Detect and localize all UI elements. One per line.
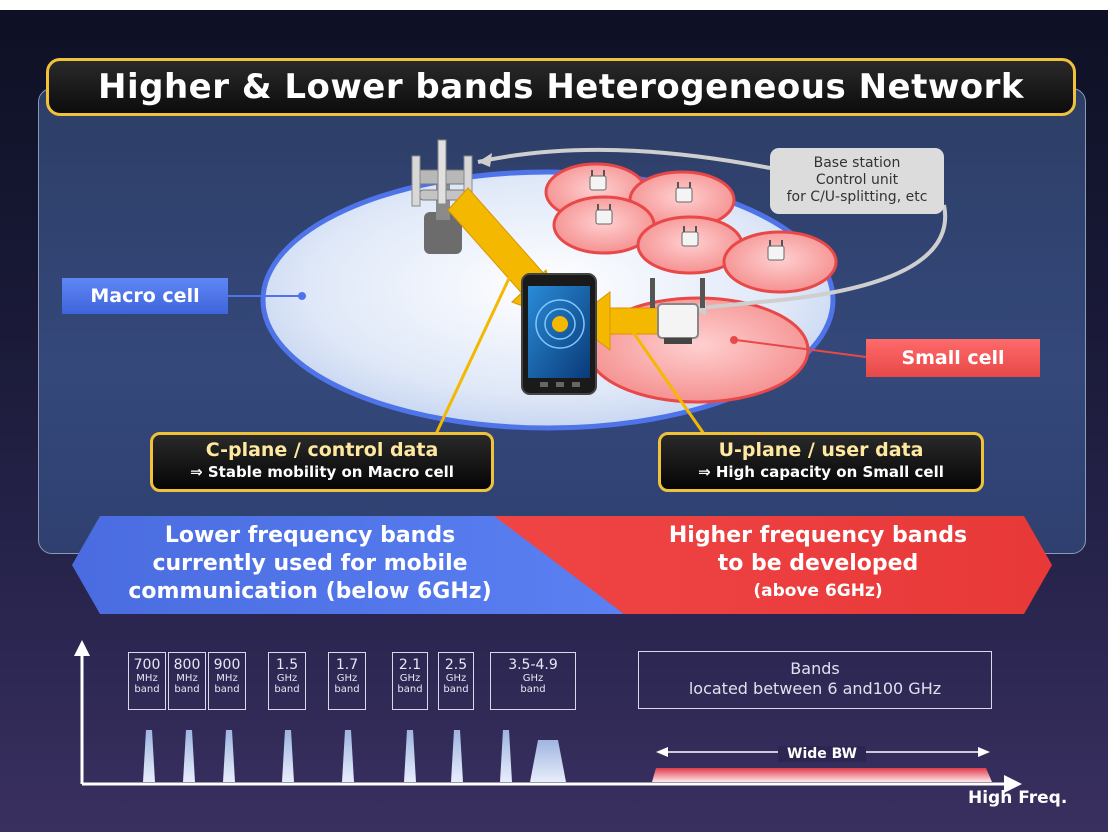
higher-band-line-3: (above 6GHz) [753,581,883,601]
freq-box-1-5ghz: 1.5 GHz band [268,652,306,710]
peak-800mhz [183,730,195,782]
peak-2-1ghz [404,730,416,782]
page-title: Higher & Lower bands Heterogeneous Netwo… [46,58,1076,116]
wide-band-block [652,768,992,782]
peak-3-5-4-9ghz [530,740,566,782]
u-plane-leader-dot [626,324,634,332]
freq-unit: MHz [136,673,158,684]
peak-2-5ghz [451,730,463,782]
lower-band-line-2: currently used for mobile [152,551,468,576]
freq-band: band [397,684,423,695]
freq-value: 1.5 [275,657,299,673]
base-station-line-1: Base station [813,155,901,171]
higher-band-line-1: Higher frequency bands [668,523,968,548]
u-plane-subtext: ⇒ High capacity on Small cell [698,463,944,481]
top-strip [0,0,1108,10]
freq-band: band [174,684,200,695]
high-bands-box: Bands located between 6 and100 GHz [638,651,992,709]
high-bands-line-2: located between 6 and100 GHz [688,679,942,698]
smartphone-icon [521,273,597,395]
freq-unit: GHz [276,673,298,684]
base-station-line-2: Control unit [815,172,899,188]
higher-band-banner [494,516,1052,614]
peak-900mhz [223,730,235,782]
peak-1-5ghz [282,730,294,782]
lower-band-line-3: communication (below 6GHz) [128,579,492,604]
high-bands-line-1: Bands [790,659,840,678]
u-plane-leader-line [628,327,706,435]
freq-band: band [274,684,300,695]
peak-1-7ghz [342,730,354,782]
base-station-callout: Base station Control unit for C/U-splitt… [770,148,944,214]
freq-band: band [443,684,469,695]
y-axis-arrowhead [74,640,90,656]
freq-box-1-7ghz: 1.7 GHz band [328,652,366,710]
freq-unit: GHz [522,673,544,684]
higher-band-line-2: to be developed [717,551,919,576]
freq-value: 2.5 [444,657,468,673]
c-plane-leader-dot [508,268,516,276]
freq-box-800mhz: 800 MHz band [168,652,206,710]
freq-unit: GHz [445,673,467,684]
freq-band: band [134,684,160,695]
lower-band-line-1: Lower frequency bands [164,523,456,548]
u-plane-heading: U-plane / user data [718,439,924,461]
wide-bw-right-arrowhead [978,747,990,757]
c-plane-leader-line [434,271,514,435]
freq-value: 900 [213,657,241,673]
freq-value: 2.1 [398,657,422,673]
macro-cell-label: Macro cell [62,278,228,314]
freq-value: 3.5-4.9 [508,657,558,673]
wide-bw-left-arrowhead [656,747,668,757]
control-link-to-tower [477,147,771,170]
c-plane-box: C-plane / control data ⇒ Stable mobility… [150,432,494,492]
freq-box-900mhz: 900 MHz band [208,652,246,710]
small-leader-line [735,339,867,358]
freq-box-2-5ghz: 2.5 GHz band [438,652,474,710]
freq-value: 800 [173,657,201,673]
freq-unit: MHz [216,673,238,684]
u-plane-box: U-plane / user data ⇒ High capacity on S… [658,432,984,492]
freq-band: band [520,684,546,695]
freq-box-2-1ghz: 2.1 GHz band [392,652,428,710]
higher-band-text: Higher frequency bands to be developed (… [618,522,1018,604]
freq-band: band [214,684,240,695]
freq-unit: GHz [399,673,421,684]
base-station-line-3: for C/U-splitting, etc [786,189,928,205]
freq-box-3-5-4-9ghz: 3.5-4.9 GHz band [490,652,576,710]
freq-value: 700 [133,657,161,673]
spectrum-peaks [143,730,566,782]
small-leader-dot [730,336,738,344]
peak-700mhz [143,730,155,782]
small-cell-ap-icon [650,278,705,344]
freq-band: band [334,684,360,695]
freq-box-700mhz: 700 MHz band [128,652,166,710]
small-ap-icons [589,170,785,261]
freq-value: 1.7 [335,657,359,673]
high-freq-label: High Freq. [968,788,1068,808]
lower-band-text: Lower frequency bands currently used for… [110,522,510,606]
freq-unit: GHz [336,673,358,684]
peak-3-5ghz [500,730,512,782]
macro-leader-dot [298,292,306,300]
c-plane-heading: C-plane / control data [205,439,439,461]
wide-bw-label: Wide BW [778,746,866,762]
control-arrowhead-tower [478,153,492,167]
freq-unit: MHz [176,673,198,684]
x-axis-arrowhead [1004,775,1022,793]
lower-band-banner [72,516,624,614]
small-cell-label: Small cell [866,339,1040,377]
c-plane-subtext: ⇒ Stable mobility on Macro cell [190,463,454,481]
control-link-to-small-ap [699,204,948,310]
